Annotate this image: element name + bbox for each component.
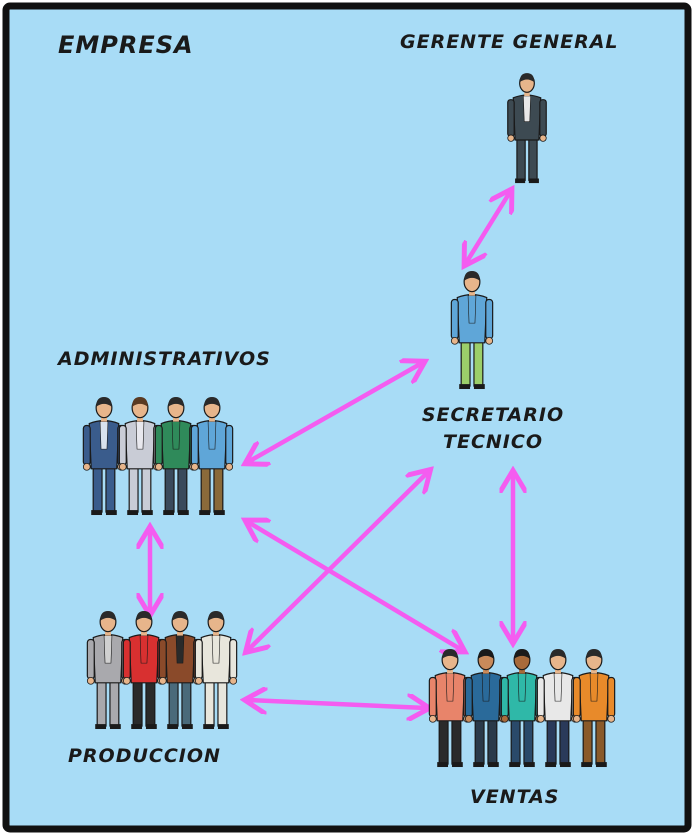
secretario-tecnico-label: SECRETARIO TECNICO xyxy=(398,402,588,456)
administrativos-person-1 xyxy=(82,397,126,516)
produccion-person-4 xyxy=(194,611,238,730)
arrow-produccion-ventas xyxy=(248,700,426,708)
connector-arrows xyxy=(150,192,513,708)
secretario-label-line2: TECNICO xyxy=(443,431,543,453)
ventas-person-3 xyxy=(500,649,544,768)
company-title: EMPRESA xyxy=(58,31,194,59)
arrow-administrativos-ventas xyxy=(248,522,462,650)
gerente-person-1 xyxy=(507,73,547,184)
administrativos-label: ADMINISTRATIVOS xyxy=(58,348,271,370)
arrow-secretario-administrativos xyxy=(248,363,422,462)
secretario-person-1 xyxy=(450,271,494,390)
produccion-person-1 xyxy=(86,611,130,730)
secretario-label-line1: SECRETARIO xyxy=(421,404,565,426)
administrativos-person-4 xyxy=(190,397,234,516)
people-figures xyxy=(82,73,616,768)
ventas-person-1 xyxy=(428,649,472,768)
gerente-general-label: GERENTE GENERAL xyxy=(400,31,619,53)
ventas-person-5 xyxy=(572,649,616,768)
ventas-label: VENTAS xyxy=(470,786,560,808)
arrow-gerente-secretario xyxy=(466,192,510,263)
produccion-label: PRODUCCION xyxy=(68,745,221,767)
